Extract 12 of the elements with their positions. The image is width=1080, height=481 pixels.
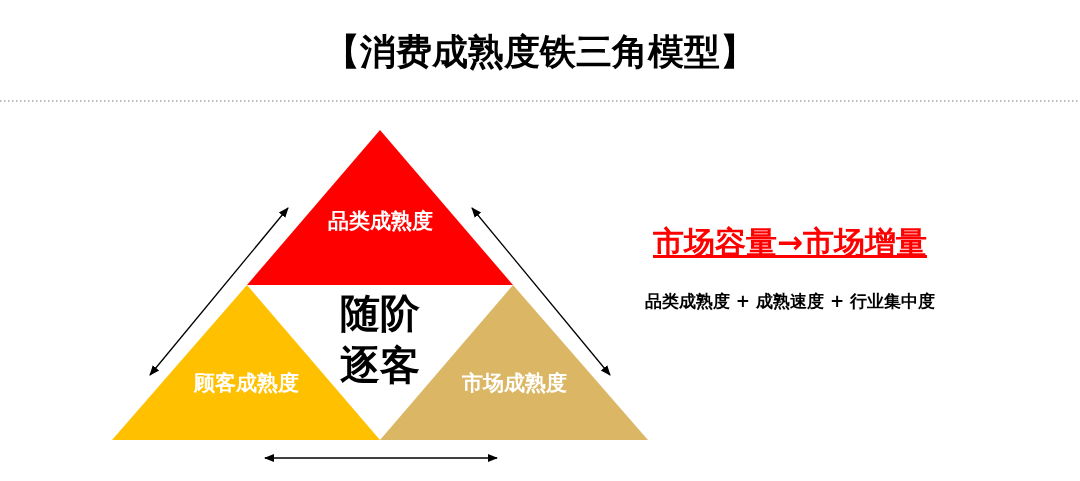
double-arrow [471,207,611,376]
segment-label: 品类成熟度 [326,208,434,235]
triangle-segment [112,285,380,440]
double-arrow [149,207,289,376]
segment-label: 顾客成熟度 [192,370,300,397]
segment-label: 市场成熟度 [460,370,568,397]
double-arrow [263,453,499,463]
title: 【消费成熟度铁三角模型】 [323,30,757,74]
center-label: 随阶逐客 [339,289,421,390]
formula-text: 品类成熟度 + 成熟速度 + 行业集中度 [643,290,937,313]
highlight-heading: 市场容量→市场增量 [652,223,928,262]
triangle-segment [247,130,513,285]
